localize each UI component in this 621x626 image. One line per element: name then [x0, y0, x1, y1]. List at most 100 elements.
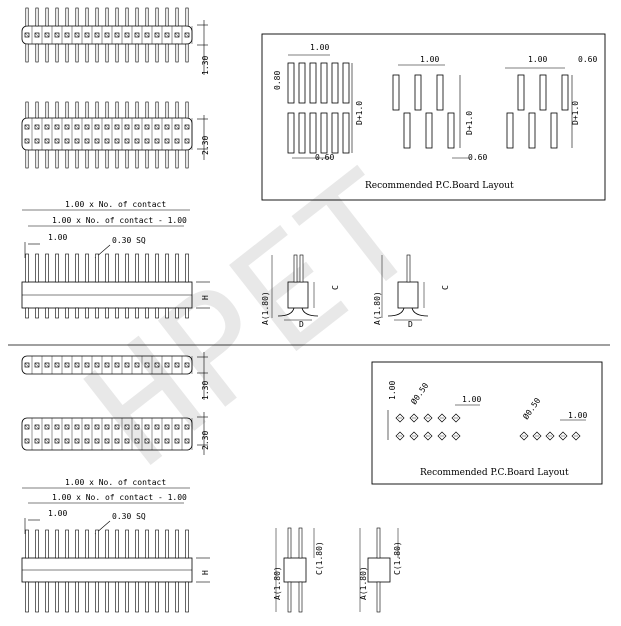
label-dim-d-2: D [408, 320, 413, 329]
pin-mark [185, 33, 189, 37]
pin-up [55, 7, 59, 27]
pin-mark [75, 439, 79, 443]
pin-mark [175, 125, 179, 129]
pin-up [135, 7, 139, 27]
label-layout-060-c: 0.60 [578, 55, 597, 64]
pin-mark [145, 33, 149, 37]
pad-lower [298, 112, 306, 154]
front-pin-down [35, 307, 39, 319]
pad-stagger2-lower [506, 112, 514, 149]
single-row-top-view [21, 7, 193, 63]
pin-down [85, 149, 89, 169]
pin-mark [85, 33, 89, 37]
pin-mark [25, 439, 29, 443]
pcb-layout-box-bottom [371, 361, 603, 485]
pad-upper [331, 62, 339, 104]
pin-up [75, 7, 79, 27]
pin-mark [55, 125, 59, 129]
pin-mark [55, 33, 59, 37]
pin-mark [155, 33, 159, 37]
pin-mark [175, 439, 179, 443]
side-pin [376, 527, 381, 559]
pin-mark [105, 139, 109, 143]
pin-down [185, 43, 189, 63]
pin-up [185, 7, 189, 27]
front-pin-down [25, 581, 29, 613]
pad-stagger-lower [403, 112, 411, 149]
pin-mark [45, 439, 49, 443]
pin-mark [85, 125, 89, 129]
label-pin-square: 0.30 SQ [112, 236, 146, 245]
pin-mark [105, 363, 109, 367]
front-pin-up [175, 253, 179, 283]
label-dim-c-2: C [441, 285, 450, 290]
pin-mark [115, 125, 119, 129]
label-dim-a-2: A(1.80) [373, 291, 382, 325]
front-pin-down [55, 581, 59, 613]
front-pin-down [155, 307, 159, 319]
front-pin-up [155, 253, 159, 283]
pin-mark [35, 33, 39, 37]
pin-mark [175, 139, 179, 143]
pin-mark [165, 139, 169, 143]
pcb-layout-box-top [261, 33, 606, 201]
pin-down [25, 43, 29, 63]
pin-mark [25, 139, 29, 143]
pin-mark [45, 363, 49, 367]
pin-mark [145, 439, 149, 443]
label-row-gap-single-2: 1.30 [201, 381, 210, 400]
double-row-top-view-2 [21, 417, 193, 451]
pad-stagger-lower [447, 112, 455, 149]
front-pin-down [55, 307, 59, 319]
pin-mark [65, 439, 69, 443]
side-pin [298, 527, 303, 559]
side-pin [287, 527, 292, 559]
pin-down [165, 43, 169, 63]
pad-lower [320, 112, 328, 154]
front-pin-down [65, 581, 69, 613]
front-pin-down [125, 307, 129, 319]
single-row-top-view-2 [21, 355, 193, 375]
front-pin-down [165, 581, 169, 613]
pin-up [115, 7, 119, 27]
label-layout-060-a: 0.60 [315, 153, 334, 162]
label-dim-cval-2: C(1.80) [393, 541, 402, 575]
label-total-length-2: 1.00 x No. of contact [65, 478, 166, 487]
front-pin-up [75, 253, 79, 283]
front-pin-up [65, 529, 69, 559]
pad-lower [331, 112, 339, 154]
label-dim-cval-1: C(1.80) [315, 541, 324, 575]
pin-down [105, 149, 109, 169]
pin-mark [125, 33, 129, 37]
pin-mark [25, 125, 29, 129]
front-pin-down [135, 307, 139, 319]
pin-mark [165, 439, 169, 443]
pin-down [35, 149, 39, 169]
pin-mark [125, 125, 129, 129]
label-dim-a-1: A(1.80) [261, 291, 270, 325]
pin-down [185, 149, 189, 169]
pin-down [55, 43, 59, 63]
pin-mark [135, 363, 139, 367]
pin-mark [155, 139, 159, 143]
side-pin [406, 254, 411, 283]
pad-upper [320, 62, 328, 104]
pin-mark [145, 363, 149, 367]
pin-down [145, 149, 149, 169]
double-row-top-view [21, 101, 193, 169]
pin-down [175, 43, 179, 63]
front-pin-up [95, 529, 99, 559]
pin-down [115, 43, 119, 63]
pad-lower [287, 112, 295, 154]
pin-mark [185, 425, 189, 429]
pin-mark [185, 125, 189, 129]
side-body [283, 557, 307, 583]
pin-down [75, 149, 79, 169]
pin-down [155, 43, 159, 63]
front-pin-down [175, 307, 179, 319]
pin-mark [45, 125, 49, 129]
label-dim-a-3: A(1.80) [273, 566, 282, 600]
pad-stagger-upper [414, 74, 422, 111]
pin-mark [65, 33, 69, 37]
